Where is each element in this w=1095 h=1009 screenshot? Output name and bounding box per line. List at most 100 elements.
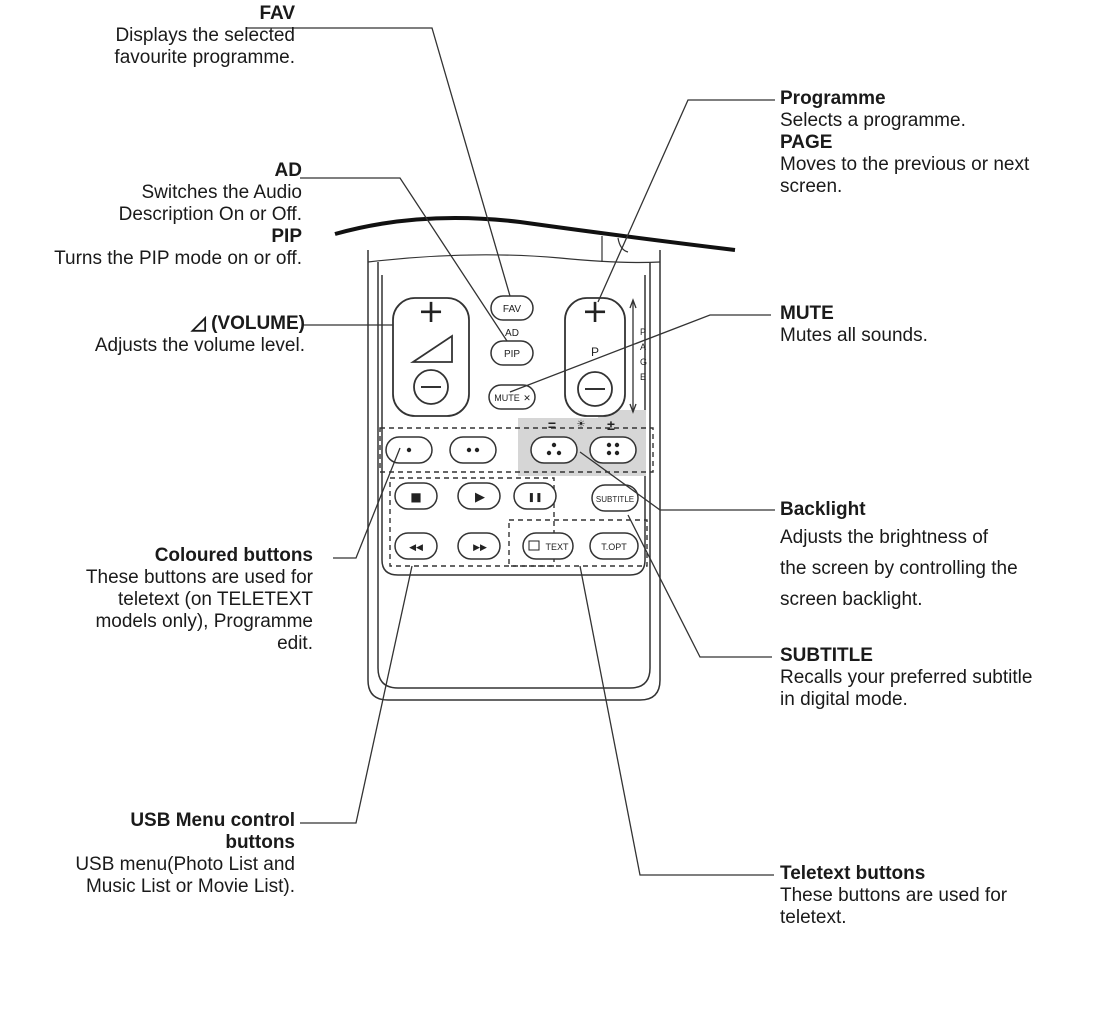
programme-desc-line: Selects a programme.: [780, 110, 966, 131]
page-letter: G: [640, 357, 647, 367]
four-dot-icon: [606, 442, 612, 448]
teletext-title: Teletext buttons: [780, 863, 926, 884]
callout-subtitle: SUBTITLE Recalls your preferred subtitle…: [780, 645, 1032, 711]
torn-edge-top: [334, 216, 736, 252]
backlight-desc-line: screen backlight.: [780, 589, 923, 610]
callout-ad: AD Switches the Audio Description On or …: [54, 160, 302, 270]
leader-ad-pip: [300, 177, 508, 342]
coloured-desc-line: These buttons are used for: [85, 567, 313, 588]
backlight-sun-icon: ☀: [577, 419, 586, 430]
volume-plus-symbol: +: [418, 292, 445, 330]
page-desc-line: Moves to the previous or next: [780, 154, 1030, 175]
programme-title: Programme: [780, 88, 886, 109]
page-letter: P: [640, 327, 646, 337]
coloured-buttons-group: [379, 427, 654, 473]
usb-controls-group: [389, 477, 555, 567]
remote-outer-outline: [367, 250, 661, 701]
leader-coloured: [333, 447, 401, 559]
ad-desc-line: Switches the Audio: [141, 182, 302, 203]
ad-label: AD: [505, 328, 519, 339]
fav-desc-line: Displays the selected: [115, 25, 295, 46]
subtitle-desc-line: Recalls your preferred subtitle: [780, 667, 1033, 688]
subtitle-button[interactable]: [591, 484, 639, 512]
coloured-button-2[interactable]: [449, 436, 497, 464]
ad-title: AD: [274, 160, 302, 181]
callout-teletext: Teletext buttons These buttons are used …: [780, 863, 1007, 929]
leader-backlight: [579, 451, 775, 511]
backlight-desc-line: Adjusts the brightness of: [780, 527, 989, 548]
rewind-icon: ◀◀: [409, 543, 423, 553]
two-dot-icon: [466, 447, 472, 453]
fav-title: FAV: [259, 3, 295, 24]
text-list-icon: [528, 540, 540, 551]
mute-x-icon: ✕: [523, 394, 531, 404]
coloured-desc-line: models only), Programme: [95, 611, 313, 632]
callout-coloured-buttons: Coloured buttons These buttons are used …: [86, 545, 313, 655]
pip-button-label: PIP: [504, 349, 520, 360]
play-button[interactable]: [457, 482, 501, 510]
leader-usb: [300, 565, 413, 824]
teletext-desc-line: These buttons are used for: [780, 885, 1008, 906]
fast-forward-button[interactable]: [457, 532, 501, 560]
page-up-arrow-icon: [629, 298, 637, 309]
programme-p-label: P: [591, 345, 599, 359]
pause-button[interactable]: [513, 482, 557, 510]
leader-mute: [509, 314, 771, 393]
one-dot-icon: [406, 447, 412, 453]
teletext-buttons-group: [508, 519, 648, 567]
volume-triangle-icon: [410, 334, 453, 363]
stop-button[interactable]: [394, 482, 438, 510]
fav-button[interactable]: [490, 295, 534, 321]
callout-fav: FAV Displays the selected favourite prog…: [114, 3, 295, 69]
volume-title: ◿ (VOLUME): [191, 313, 305, 334]
fast-forward-icon: ▶▶: [473, 543, 487, 553]
callout-mute: MUTE Mutes all sounds.: [780, 303, 928, 347]
pip-desc-line: Turns the PIP mode on or off.: [54, 248, 302, 269]
subtitle-button-label: SUBTITLE: [596, 495, 634, 504]
backlight-plus-symbol: ±: [607, 417, 615, 433]
usb-title-line: USB Menu control: [130, 810, 295, 831]
topt-button-label: T.OPT: [601, 542, 627, 552]
page-desc-line: screen.: [780, 176, 843, 197]
text-button-label: TEXT: [545, 542, 569, 552]
usb-title-line: buttons: [225, 832, 295, 853]
text-button[interactable]: [522, 532, 574, 560]
pause-icon: ❚❚: [527, 493, 542, 503]
page-title: PAGE: [780, 132, 833, 153]
rewind-button[interactable]: [394, 532, 438, 560]
leader-programme: [597, 99, 775, 303]
coloured-desc-line: teletext (on TELETEXT: [117, 589, 313, 610]
coloured-button-4[interactable]: [589, 436, 637, 464]
callout-usb: USB Menu control buttons USB menu(Photo …: [75, 810, 295, 898]
leader-fav: [246, 27, 511, 297]
button-panel-outline: [381, 275, 646, 576]
page-letter: E: [640, 372, 646, 382]
mute-button[interactable]: [488, 384, 536, 410]
coloured-button-3[interactable]: [530, 436, 578, 464]
subtitle-desc-line: in digital mode.: [780, 689, 908, 710]
mute-desc-line: Mutes all sounds.: [780, 325, 928, 346]
ad-desc-line: Description On or Off.: [118, 204, 302, 225]
three-dot-icon: [551, 442, 557, 448]
coloured-desc-line: edit.: [277, 633, 313, 654]
remote-inner-outline: [377, 262, 651, 689]
page-down-arrow-icon: [629, 403, 637, 414]
page-letters: P A G E: [640, 327, 647, 382]
leader-subtitle: [627, 514, 772, 658]
programme-plus-symbol: +: [582, 292, 609, 330]
topt-button[interactable]: [589, 532, 639, 560]
backlight-title: Backlight: [780, 499, 866, 520]
callout-programme: Programme Selects a programme. PAGE Move…: [780, 88, 1029, 198]
backlight-minus-symbol: =: [548, 417, 556, 433]
play-icon: ▶: [475, 490, 485, 505]
pip-button[interactable]: [490, 340, 534, 366]
pip-title: PIP: [271, 226, 302, 247]
leader-lines: [246, 27, 775, 876]
coloured-title: Coloured buttons: [154, 545, 313, 566]
teletext-desc-line: teletext.: [780, 907, 847, 928]
fav-button-label: FAV: [503, 304, 521, 315]
top-notch: [601, 236, 629, 262]
usb-desc-line: Music List or Movie List).: [85, 876, 295, 897]
